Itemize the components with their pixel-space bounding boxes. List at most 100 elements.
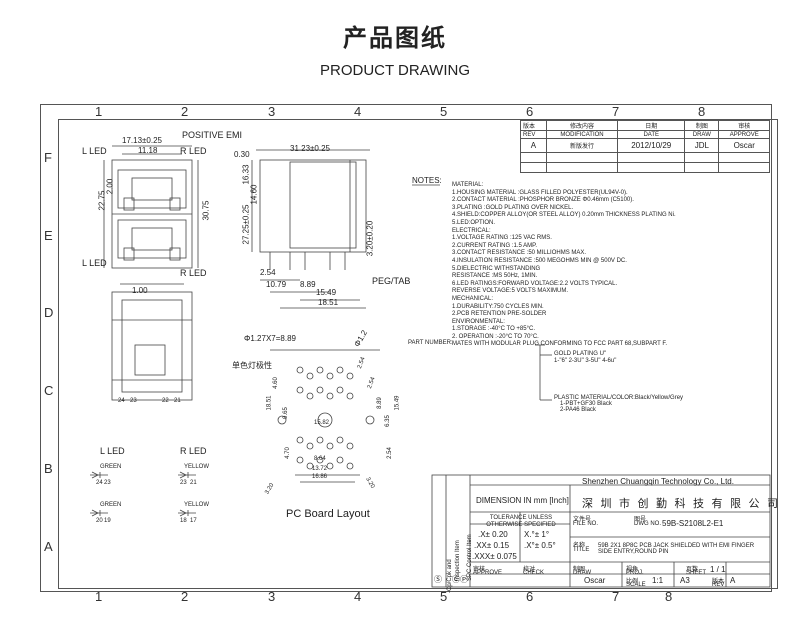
dwg-no: DWG NO. — [634, 521, 661, 527]
pcb-dim-14: 9.65 — [282, 407, 289, 419]
legend-pin-0a: 24 — [96, 480, 103, 486]
grid-row-d: D — [44, 305, 54, 320]
proj-cn: 视角 — [626, 567, 639, 573]
dimension-unit: DIMENSION IN mm [Inch] — [476, 496, 569, 505]
inspection-label: Inspection Item — [455, 540, 461, 581]
side-dim-h: 16.33 — [241, 164, 251, 185]
bottom-view-outline — [111, 291, 193, 401]
pcb-dim-2: 8.89 — [376, 397, 383, 409]
note-line: 2.CURRENT RATING :1.5 AMP. — [452, 242, 538, 249]
note-line: 2.CONTACT MATERIAL :PHOSPHOR BRONZE Φ0.4… — [452, 197, 634, 204]
pcb-dim-3: 6.35 — [384, 415, 391, 427]
grid-row-e: E — [44, 228, 53, 243]
side-dim-len: 31.23±0.25 — [290, 144, 330, 153]
pn-gold: GOLD PLATING U" — [554, 351, 607, 357]
tolerance-label: TOLERANCE UNLESS OTHERWISE SPECIFIED — [486, 515, 556, 528]
note-line: RESISTANCE :MS 50Hz, 1MIN. — [452, 273, 538, 280]
note-line: 1.HOUSING MATERIAL :GLASS FILLED POLYEST… — [452, 189, 628, 196]
legend-r-led: R LED — [180, 446, 207, 456]
pcb-label-cn: 单色灯极性 — [232, 361, 272, 370]
spc-label: SPC Control Item — [467, 534, 473, 581]
grid-col-8-bottom: 8 — [665, 589, 673, 604]
legend-pin-1b: 21 — [190, 480, 197, 486]
sheet-label: SHEET — [686, 570, 707, 576]
note-line: 6.LED RATINGS:FORWARD VOLTAGE:2.2 VOLTS … — [452, 280, 618, 287]
legend-l-led: L LED — [100, 446, 125, 456]
grid-col-2-bottom: 2 — [181, 589, 189, 604]
note-line: 3.CONTACT RESISTANCE :50 MILLIOHMS MAX. — [452, 250, 587, 257]
side-dim-e: 10.79 — [266, 280, 287, 289]
grid-col-6-top: 6 — [526, 104, 534, 119]
note-line: 4.INSULATION RESISTANCE :500 MEGOHMS MIN… — [452, 257, 627, 264]
rev-cn: 版本 — [712, 579, 725, 585]
notes-list: MATERIAL: 1.HOUSING MATERIAL :GLASS FILL… — [452, 182, 762, 349]
pcb-layout-title: PC Board Layout — [286, 508, 370, 520]
grid-col-5-top: 5 — [440, 104, 448, 119]
side-dim-a: 14.60 — [249, 184, 259, 205]
grid-col-8-top: 8 — [698, 104, 706, 119]
pn-plastic-2: 2-PA46 Black — [560, 407, 596, 413]
peg-tab-label: PEG/TAB — [372, 276, 411, 286]
note-line: 2. OPERATION :-20°C TO 70°C. — [452, 333, 539, 340]
draw-label: DRAW — [573, 570, 592, 576]
pcb-dim-6: 13.72 — [312, 466, 328, 472]
check-label: CHECK — [523, 570, 545, 576]
ang-2: .X°± 0.5° — [524, 541, 556, 550]
draw-value: Oscar — [584, 576, 606, 585]
grid-col-1-bottom: 1 — [95, 589, 103, 604]
grid-row-f: F — [44, 150, 52, 165]
grid-col-3-bottom: 3 — [268, 589, 276, 604]
dwg-no-cn: 图号 — [634, 517, 647, 523]
side-dim-b: 27.25±0.25 — [241, 204, 251, 245]
drawing-frame — [40, 104, 772, 592]
legend-color-0: GREEN — [100, 464, 122, 470]
file-no-cn: 文件号 — [573, 517, 592, 523]
title-cn: 名称 — [573, 543, 586, 549]
legend-pin-3b: 17 — [190, 518, 197, 524]
bottom-pin-23: 23 — [130, 398, 137, 404]
grid-col-6-bottom: 6 — [526, 589, 534, 604]
front-r-led-top: R LED — [180, 146, 207, 156]
grid-col-2-top: 2 — [181, 104, 189, 119]
pcb-holes — [277, 366, 375, 470]
side-dim-t: 0.30 — [234, 150, 250, 159]
pcb-dim-10: 2.54 — [386, 447, 393, 459]
legend-pin-1a: 23 — [180, 480, 187, 486]
pcb-pitch: Φ1.27X7=8.89 — [244, 334, 296, 343]
bottom-dim: 1.00 — [132, 286, 148, 295]
approve-cn: 审核 — [473, 567, 486, 573]
grid-row-a: A — [44, 539, 53, 554]
proj-label: PROJ. — [626, 570, 644, 576]
side-dim-d: 2.54 — [260, 268, 276, 277]
grid-col-4-bottom: 4 — [354, 589, 362, 604]
legend-color-3: YELLOW — [184, 502, 210, 508]
symbol-s: Ⓢ — [434, 575, 442, 584]
note-line: 1.DURABILITY:750 CYCLES MIN. — [452, 303, 544, 310]
revision-table: 版本 修改内容 日期 制图 审核 REV MODIFICATION DATE D… — [520, 120, 770, 173]
notes-heading: NOTES: — [412, 176, 442, 185]
dwg-no-value: 59B-S2108L2-E1 — [662, 519, 724, 528]
legend-color-2: GREEN — [100, 502, 122, 508]
size-value: A3 — [680, 576, 690, 585]
grid-col-7-top: 7 — [612, 104, 620, 119]
side-dim-c: 3.20±0.20 — [365, 220, 375, 257]
note-line: MATERIAL: — [452, 182, 484, 188]
bottom-pin-24: 24 — [118, 398, 125, 404]
title-label: TITLE — [573, 547, 590, 553]
note-line: ENVIRONMENTAL: — [452, 318, 505, 325]
check-cn: 校对 — [523, 567, 536, 573]
note-line: MATES WITH MODULAR PLUG CONFORMING TO FC… — [452, 341, 668, 348]
pcb-dim-4: 18.51 — [266, 395, 273, 411]
legend-pin-2a: 20 — [96, 518, 103, 524]
side-dim-g: 15.49 — [316, 288, 337, 297]
company-en: Shenzhen Chuangqin Technology Co., Ltd. — [582, 477, 734, 486]
bottom-pin-21: 21 — [174, 398, 181, 404]
tol-x: .X± 0.20 — [478, 530, 508, 539]
legend-pin-2b: 19 — [104, 518, 111, 524]
title-value: 59B 2X1 8P8C PCB JACK SHIELDED WITH EMI … — [598, 543, 755, 555]
note-line: MECHANICAL: — [452, 295, 494, 302]
pcb-dim-8: 8.64 — [314, 456, 326, 462]
side-dim-f: 8.89 — [300, 280, 316, 289]
pcb-dim-15: 4.60 — [272, 377, 279, 389]
